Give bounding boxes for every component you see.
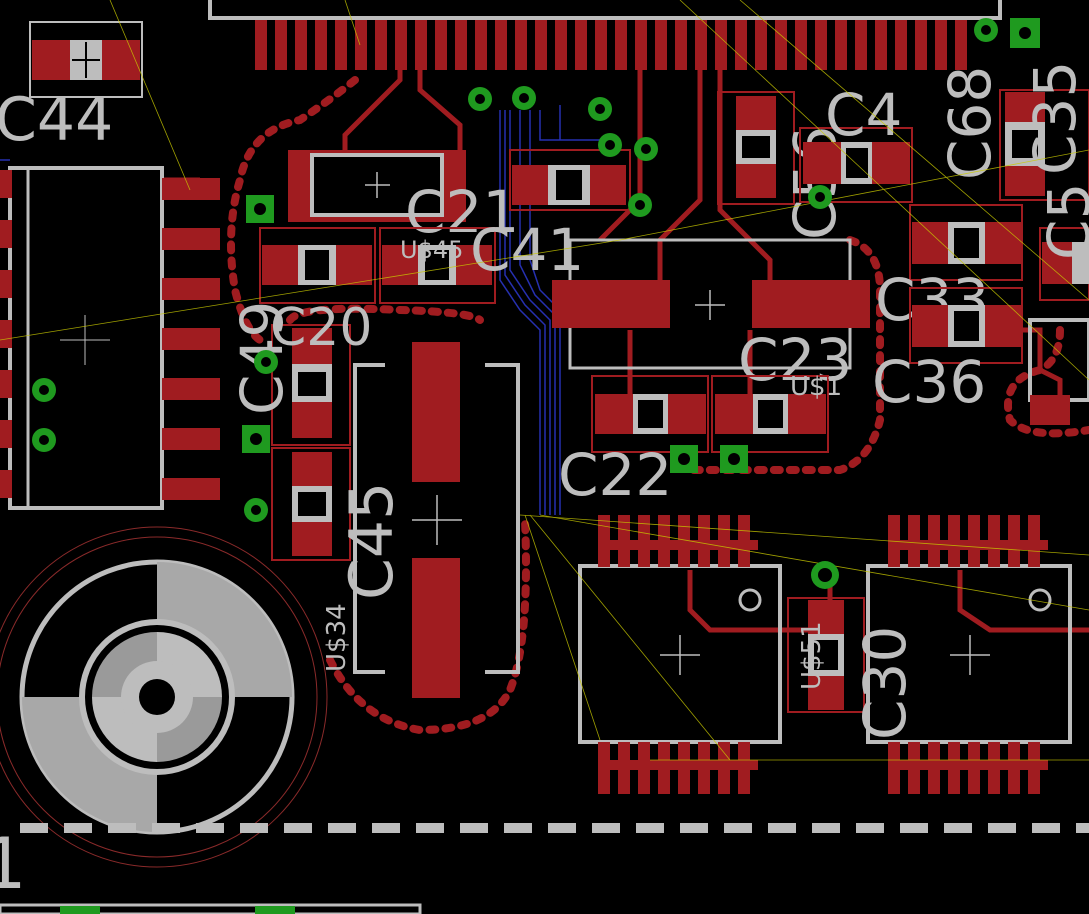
label-c45: C45 [337,482,407,600]
component-cap-c20b[interactable] [271,447,351,561]
label-c30: C30 [851,626,919,740]
component-left-ic[interactable] [0,166,220,510]
component-c23[interactable]: C23 [552,238,870,394]
label-u45: U$45 [400,236,463,264]
component-c5[interactable]: C5 [1028,183,1089,425]
component-c41[interactable]: C41 [470,149,631,284]
label-c20: C20 [270,298,372,358]
component-c68[interactable]: C68 C35 [936,61,1089,201]
label-u1: U$1 [790,372,842,402]
label-u34: U$34 [322,603,352,672]
component-c45[interactable]: C45 U$34 [322,342,520,698]
label-c68: C68 [936,66,1004,180]
label-c4: C4 [825,81,902,149]
component-c44[interactable]: C44 [0,21,143,155]
crosshair-target-icon [0,526,328,868]
airwires [0,0,1089,761]
component-c36[interactable]: C36 [872,287,1023,416]
label-edge: 1 [0,823,27,905]
label-c44: C44 [0,85,113,155]
label-c5: C5 [1035,183,1089,260]
component-c20[interactable]: C20 C49 [228,298,372,446]
component-c30-ic[interactable]: C30 [851,515,1072,794]
board-outline: 1 [0,823,1089,914]
label-c22: C22 [558,441,672,509]
component-ic-left-bottom[interactable] [578,515,782,794]
component-u51[interactable]: U$51 [787,597,865,713]
label-c35: C35 [1021,61,1089,175]
component-c22[interactable]: C22 U$1 [558,372,842,509]
component-c4[interactable]: C4 [799,81,913,203]
label-c21: C21 [405,178,519,246]
via-dot-icon [32,18,1040,589]
component-c21[interactable]: C21 [288,150,519,246]
label-c23: C23 [738,326,852,394]
pour-outlines [227,76,1089,735]
label-c41: C41 [470,216,584,284]
label-u51: U$51 [797,621,827,690]
label-c36: C36 [872,348,986,416]
top-connector[interactable] [208,0,1002,70]
component-cap-row-1[interactable]: U$45 [259,227,496,304]
